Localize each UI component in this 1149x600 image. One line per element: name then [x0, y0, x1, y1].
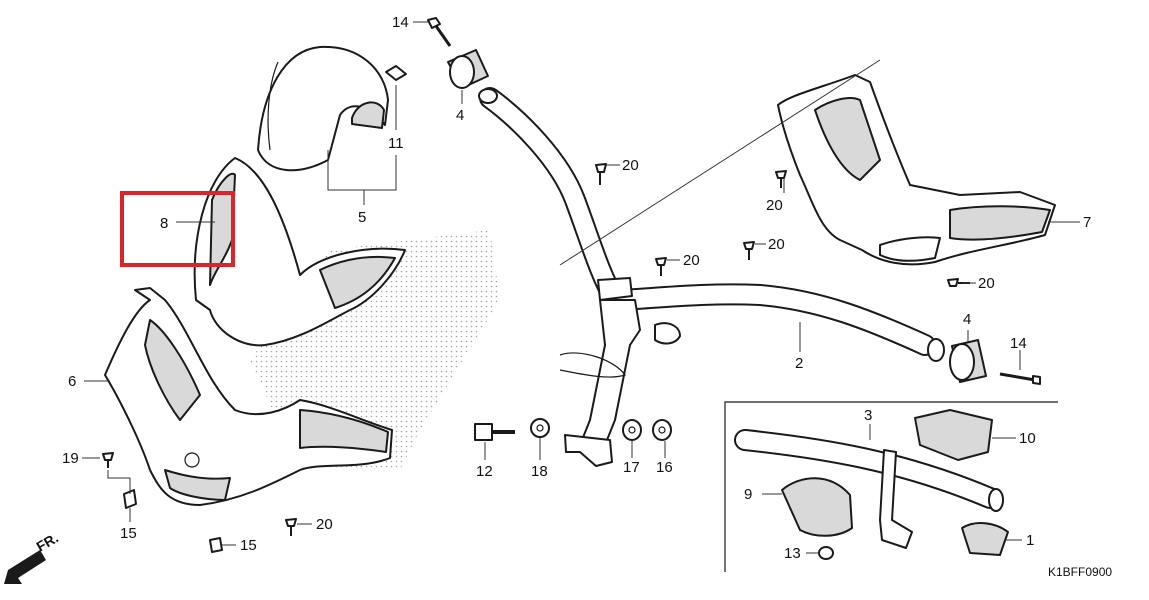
part-19-bolt	[102, 452, 114, 468]
part-18-washer	[530, 418, 550, 438]
highlight-box	[120, 191, 235, 267]
part-4-weight-lower	[949, 339, 987, 383]
part-2-handlebar	[478, 87, 945, 467]
part-6-lower-cover	[104, 287, 393, 506]
callout-6: 6	[68, 373, 76, 390]
part-17-nut	[622, 419, 642, 441]
callout-labels: 8 11 5 6 14 4 20 20 20 20 20 7 2 4 14 12…	[62, 14, 1112, 579]
callout-7: 7	[1083, 214, 1091, 231]
figure-code: K1BFF0900	[1048, 565, 1112, 579]
part-7-rear-cover	[777, 74, 1056, 266]
callout-4-upper: 4	[456, 107, 464, 124]
inset-panel	[724, 401, 1058, 572]
part-4-weight-upper	[447, 49, 489, 89]
callout-3: 3	[864, 407, 872, 424]
front-arrow-icon	[4, 550, 46, 584]
callout-19: 19	[62, 450, 79, 467]
callout-17: 17	[623, 459, 640, 476]
callout-11: 11	[388, 135, 404, 152]
callout-10: 10	[1019, 430, 1036, 447]
callout-16: 16	[656, 459, 673, 476]
part-11-clip	[385, 65, 407, 81]
callout-15-a: 15	[120, 525, 137, 542]
callout-14-upper: 14	[392, 14, 409, 31]
callout-5: 5	[358, 209, 366, 226]
callout-13: 13	[784, 545, 801, 562]
part-14-bolt-upper	[427, 17, 452, 47]
part-14-bolt-lower	[999, 372, 1041, 385]
part-5-upper-cover	[257, 45, 389, 172]
callout-20-a: 20	[622, 157, 639, 174]
callout-14-lower: 14	[1010, 335, 1027, 352]
callout-1: 1	[1026, 532, 1034, 549]
callout-20-b: 20	[766, 197, 783, 214]
callout-15-b: 15	[240, 537, 257, 554]
part-12-bolt	[474, 423, 515, 441]
callout-20-d: 20	[683, 252, 700, 269]
callout-4-lower: 4	[963, 311, 971, 328]
callout-12: 12	[476, 463, 493, 480]
callout-9: 9	[744, 486, 752, 503]
callout-8: 8	[160, 215, 168, 232]
part-15-clip	[123, 489, 223, 553]
front-label: FR.	[34, 529, 62, 554]
callout-2: 2	[795, 355, 803, 372]
callout-20-e: 20	[978, 275, 995, 292]
leader-lines	[82, 21, 1080, 554]
callout-20-f: 20	[316, 516, 333, 533]
screw-20-group	[285, 163, 970, 536]
part-16-nut	[652, 419, 672, 441]
callout-20-c: 20	[768, 236, 785, 253]
callout-18: 18	[531, 463, 548, 480]
